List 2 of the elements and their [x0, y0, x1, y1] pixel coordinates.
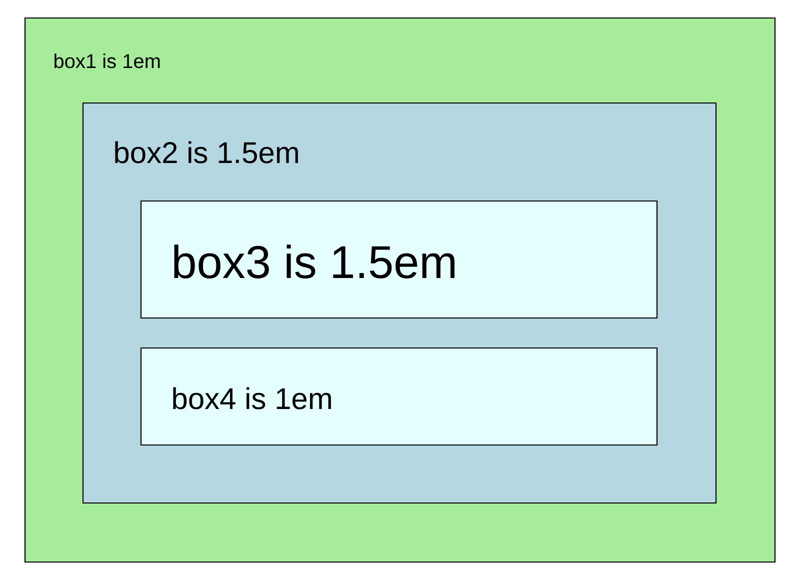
- box: box4 is 1em: [140, 347, 658, 446]
- box: box3 is 1.5em: [140, 200, 658, 319]
